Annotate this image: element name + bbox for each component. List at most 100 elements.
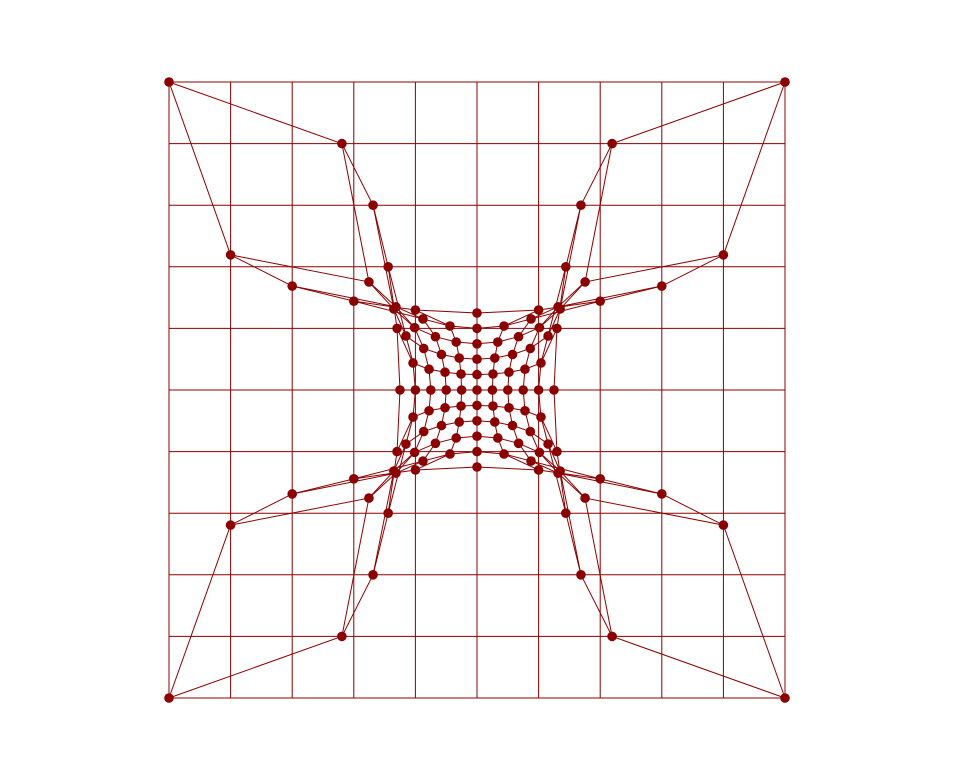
mesh-node [507,420,518,431]
mesh-node [492,337,503,347]
mesh-node [657,281,667,291]
mesh-node [410,385,421,395]
mesh-node [430,438,441,449]
mesh-node [472,323,482,334]
mesh-node [607,138,617,149]
mesh-node [536,412,546,422]
mesh-node [534,447,545,458]
mesh-node [436,349,447,360]
mesh-node [472,400,482,411]
mesh-node [364,277,374,287]
mesh-node [580,277,590,287]
mesh-node [718,520,729,530]
mesh-node [489,353,500,363]
mesh-node [392,446,402,457]
mesh-node [595,474,605,484]
mesh-node [576,200,586,210]
mesh-node [580,493,590,503]
mesh-node [392,323,402,334]
mesh-node [489,417,500,427]
mesh-node [225,250,236,260]
mesh-node [520,364,530,375]
mesh-node [472,462,482,472]
mesh-node [441,385,452,395]
mesh-node [533,385,544,395]
mesh-node [383,508,393,518]
mesh-node [364,493,374,503]
mesh-node [401,331,411,341]
mesh-node [409,322,420,333]
mesh-node [526,314,536,324]
mesh-node [533,465,544,475]
mesh-node [445,321,455,331]
mesh-node [518,385,528,395]
mesh-node [436,420,447,431]
mesh-node [225,520,236,530]
mesh-node [543,331,553,341]
mesh-node [533,305,544,315]
mesh-node [456,401,466,411]
mesh-node [526,456,536,466]
mesh-node [595,296,605,306]
mesh-node [488,401,498,411]
mesh-node [445,449,455,459]
mesh-node [472,431,482,442]
mesh-node [472,339,482,349]
mesh-node [487,385,498,395]
mesh-node [499,321,509,331]
mesh-node [513,331,524,342]
mesh-node [391,468,401,478]
mesh-node [430,331,441,342]
mesh-node [440,402,450,413]
mesh-node [337,138,347,149]
mesh-node [424,364,434,375]
mesh-node [525,426,536,437]
mesh-node [607,631,617,642]
mesh-node [349,474,359,484]
mesh-node [472,369,482,380]
mesh-node [549,385,559,395]
mesh-node [780,77,790,87]
mesh-node [472,416,482,426]
mesh-node [368,570,378,580]
mesh-node [520,405,530,416]
mesh-node [472,354,482,365]
mesh-node [561,262,571,272]
mesh-node [499,449,509,459]
mesh-node [418,456,428,466]
warped-mesh-nodes [164,77,790,703]
mesh-node [408,358,418,368]
mesh-node [657,489,667,499]
mesh-node [456,369,466,379]
mesh-node [287,281,298,291]
mesh-node [424,405,434,416]
mesh-node [507,349,518,360]
mesh-node [456,385,467,395]
mesh-node [451,433,462,443]
mesh-node [513,438,524,449]
mesh-node [426,385,436,395]
mesh-node [472,446,482,457]
mesh-node [552,323,562,334]
mesh-node [410,465,421,475]
mesh-node [576,570,586,580]
mesh-node [534,322,545,333]
mesh-node [410,305,421,315]
mesh-node [418,343,429,354]
mesh-node [401,439,411,449]
mesh-node [383,262,393,272]
mesh-node [718,250,729,260]
mesh-node [395,385,405,395]
mesh-node [337,631,347,642]
mesh-node [164,693,174,703]
mesh-node [504,367,514,378]
mesh-node [525,343,536,354]
mesh-node [418,426,429,437]
mesh-node [488,369,498,379]
mesh-node [418,314,428,324]
mesh-node [389,304,399,314]
mesh-node [536,358,546,368]
mesh-node [780,693,790,703]
mesh-node [454,417,465,427]
